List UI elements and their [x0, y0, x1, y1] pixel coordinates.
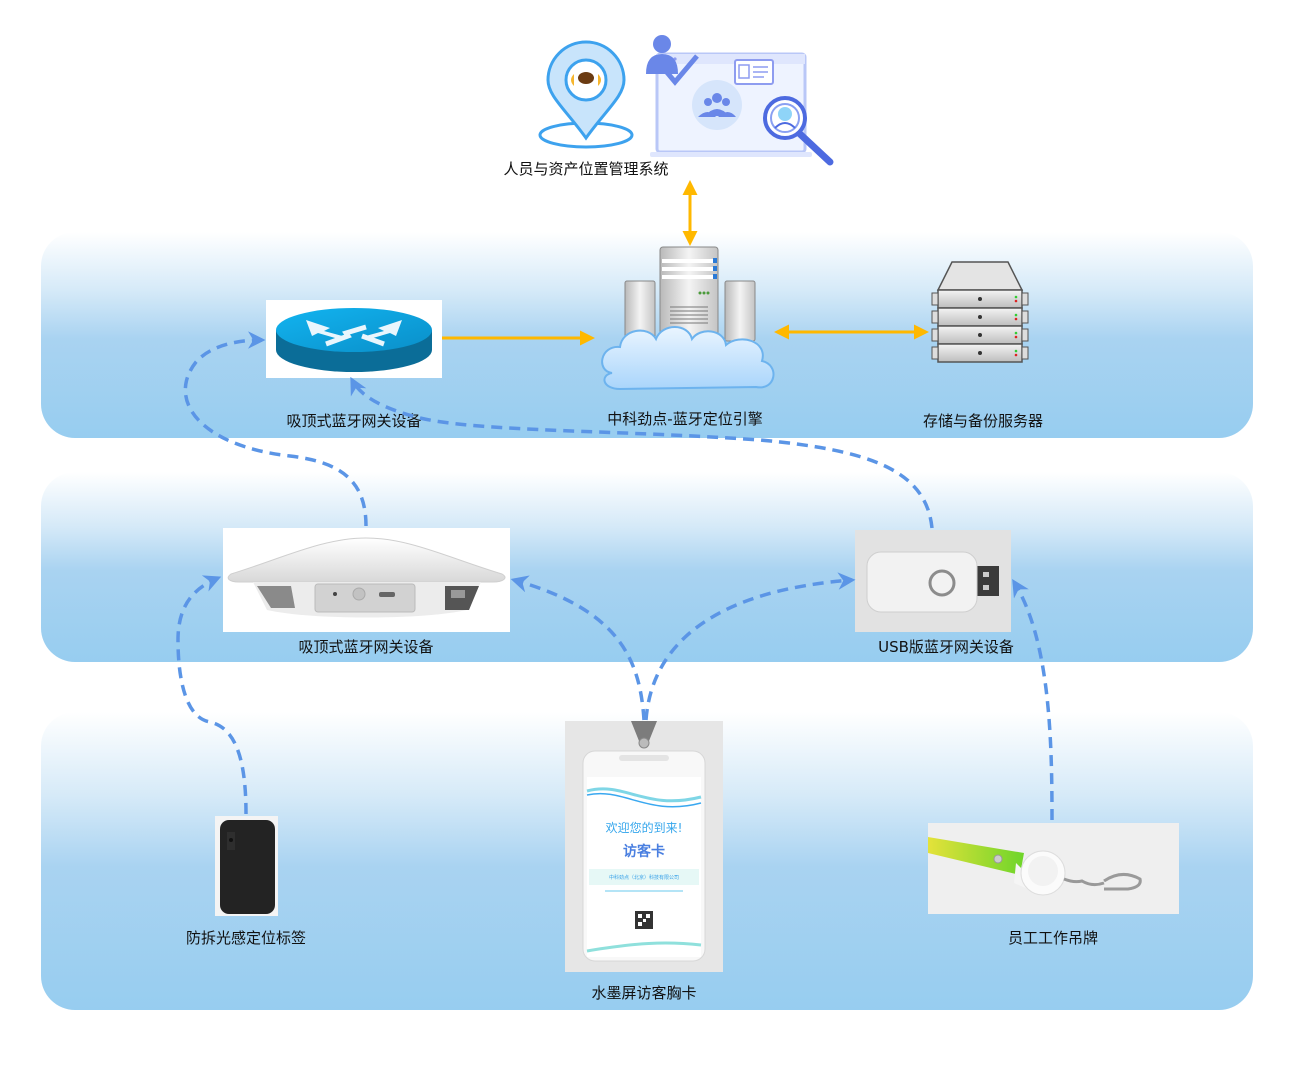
ceiling-gateway-icon	[227, 537, 506, 618]
server-rack-icon	[931, 261, 1029, 363]
visitor-badge-welcome: 欢迎您的到来!	[605, 821, 683, 835]
ceiling-gateway-node[interactable]	[223, 528, 510, 632]
employee-badge-node[interactable]	[928, 823, 1179, 914]
employee-badge-label: 员工工作吊牌	[1007, 929, 1099, 947]
storage-server-node[interactable]	[930, 260, 1030, 370]
usb-dongle-icon	[855, 530, 1011, 632]
management-system-node[interactable]	[530, 30, 850, 170]
usb-gateway-node[interactable]	[855, 530, 1011, 632]
router-icon	[276, 308, 432, 372]
management-system-label: 人员与资产位置管理系统	[503, 160, 669, 178]
location-management-icon	[538, 35, 834, 166]
anti-tamper-tag-node[interactable]	[215, 816, 278, 916]
ceiling-gateway-top-node[interactable]	[266, 300, 442, 378]
positioning-engine-label: 中科劲点-蓝牙定位引擎	[607, 410, 763, 428]
tag-icon	[215, 816, 278, 916]
ceiling-gateway-top-label: 吸顶式蓝牙网关设备	[286, 412, 422, 430]
lanyard-badge-icon	[928, 837, 1142, 896]
visitor-badge-node[interactable]: 欢迎您的到来! 访客卡 中科劲点（北京）科技有限公司	[565, 721, 723, 972]
usb-gateway-label: USB版蓝牙网关设备	[878, 638, 1014, 656]
anti-tamper-tag-label: 防拆光感定位标签	[185, 929, 307, 947]
storage-server-label: 存储与备份服务器	[922, 412, 1044, 430]
visitor-badge-title: 访客卡	[623, 844, 665, 860]
cloud-server-icon	[601, 246, 775, 391]
ceiling-gateway-label: 吸顶式蓝牙网关设备	[298, 638, 434, 656]
visitor-badge-company: 中科劲点（北京）科技有限公司	[608, 875, 679, 881]
visitor-badge-label: 水墨屏访客胸卡	[591, 984, 697, 1002]
positioning-engine-node[interactable]	[600, 245, 780, 395]
visitor-badge-icon	[582, 721, 706, 962]
